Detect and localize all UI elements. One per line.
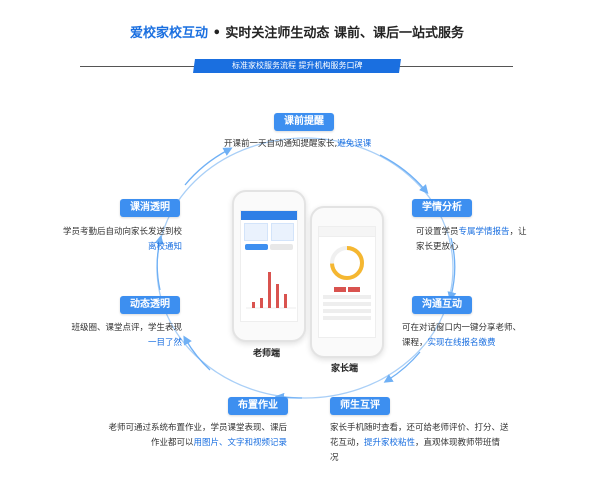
flow-arrow (379, 154, 429, 194)
brand-name: 爱校家校互动 (130, 26, 209, 41)
flow-arrow (184, 147, 233, 186)
desc-class-consumption: 学员考勤后自动向家长发送到校 离校通知 (62, 227, 182, 252)
desc-pre-class-reminder: 开课前一天自动通知提醒家长,避免误课 (224, 139, 372, 149)
tag-pre-class-reminder: 课前提醒 (274, 113, 334, 131)
tag-communication: 沟通互动 (412, 296, 472, 314)
page-title: 爱校家校互动 • 实时关注师生动态 课前、课后一站式服务 (0, 22, 594, 41)
teacher-app-label: 老师端 (253, 349, 281, 359)
tag-dynamics: 动态透明 (120, 296, 180, 314)
teacher-phone-mockup (232, 190, 306, 342)
flow-arrow (183, 335, 211, 371)
flow-arrow (154, 234, 164, 291)
desc-homework: 老师可通过系统布置作业，学员课堂表现、课后 作业都可以用图片、文字和视频记录 (108, 423, 287, 448)
divider-left (80, 66, 194, 67)
parent-score-ring (330, 246, 364, 280)
desc-dynamics: 班级圈、课堂点评，学生表现 一目了然 (71, 323, 182, 348)
parent-phone-mockup (310, 206, 384, 358)
flow-arrow (447, 237, 457, 302)
parent-app-screen (318, 226, 376, 338)
tag-class-consumption: 课消透明 (120, 199, 180, 217)
tag-homework: 布置作业 (228, 397, 288, 415)
title-bullet: • (212, 26, 221, 41)
teacher-app-screen (240, 210, 298, 322)
desc-communication: 可在对话窗口内一键分享老师、 课程，实现在线报名缴费 (402, 323, 522, 348)
title-tagline: 实时关注师生动态 课前、课后一站式服务 (225, 26, 464, 41)
desc-mutual-review: 家长手机随时查看，还可给老师评价、打分、送 花互动，提升家校粘性，直观体现教师带… (330, 423, 509, 463)
flow-arrow (383, 351, 421, 383)
parent-app-label: 家长端 (331, 364, 359, 374)
teacher-bar-chart (246, 272, 296, 309)
tag-learning-analysis: 学情分析 (412, 199, 472, 217)
divider-right (398, 66, 513, 67)
desc-learning-analysis: 可设置学员专属学情报告，让 家长更放心 (416, 227, 527, 252)
tag-mutual-review: 师生互评 (330, 397, 390, 415)
